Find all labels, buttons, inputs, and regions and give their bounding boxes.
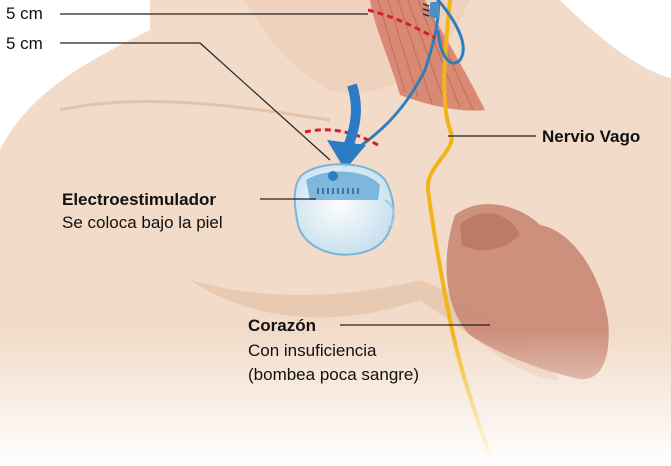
- label-device-title: Electroestimulador: [62, 189, 216, 210]
- label-heart-title: Corazón: [248, 315, 316, 336]
- label-nerve: Nervio Vago: [542, 126, 640, 147]
- label-heart-desc-line2: (bombea poca sangre): [248, 364, 419, 385]
- label-heart-desc-line1: Con insuficiencia: [248, 340, 377, 361]
- label-second-measure: 5 cm: [6, 33, 43, 54]
- stimulator-device: [295, 164, 394, 254]
- nerve-electrode: [430, 2, 439, 18]
- label-top-measure: 5 cm: [6, 3, 43, 24]
- label-device-desc: Se coloca bajo la piel: [62, 212, 223, 233]
